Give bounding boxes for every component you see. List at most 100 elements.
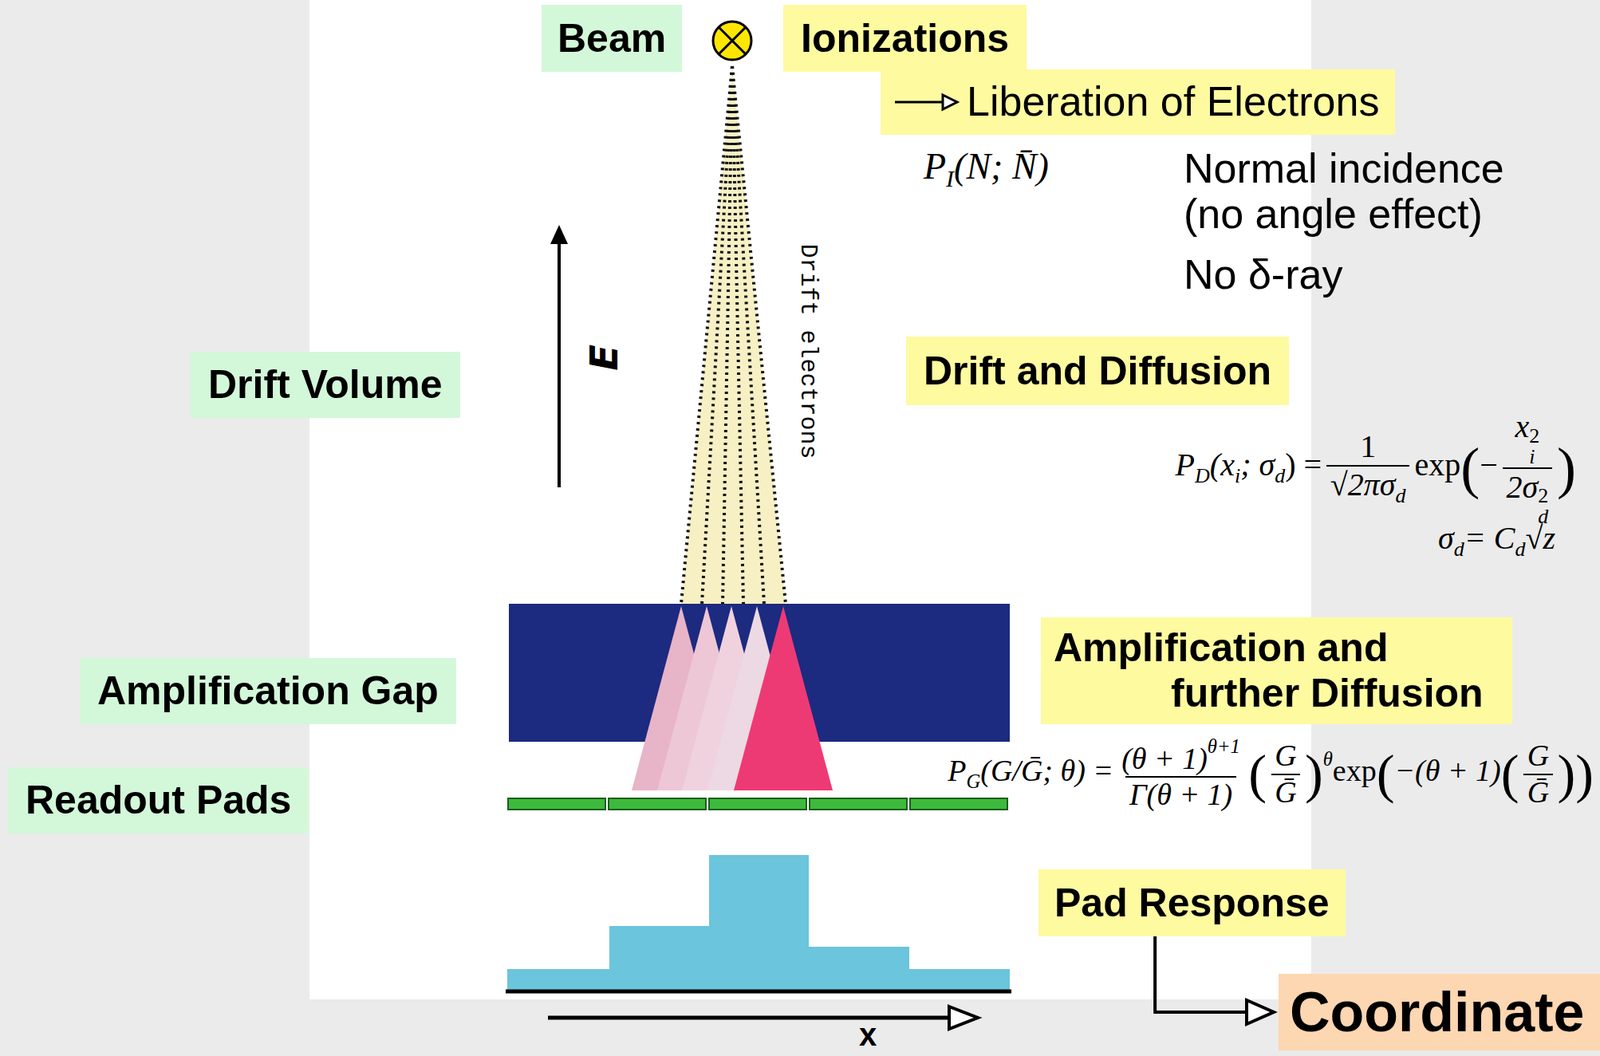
drift-path xyxy=(732,66,744,604)
label-box: Amplification Gap xyxy=(79,658,457,725)
formula-part: 2 xyxy=(1529,425,1540,447)
arrow-shaft xyxy=(894,101,943,104)
label-box: Coordinate xyxy=(1278,973,1600,1051)
formula-part: √2πσ xyxy=(1330,466,1396,503)
formula-part: d xyxy=(1274,464,1285,488)
numerator: (θ + 1)θ+1 xyxy=(1118,735,1245,777)
formula-part: exp xyxy=(1414,446,1461,483)
drift-path xyxy=(732,66,786,604)
formula-part: 1 xyxy=(1359,428,1376,465)
formula-part: √z xyxy=(1525,520,1556,556)
text-label: x xyxy=(859,1016,877,1053)
white-panel xyxy=(309,0,1312,1000)
formula: PG(G/Ḡ; θ) =(θ + 1)θ+1Γ(θ + 1)(GḠ)θexp(−… xyxy=(947,735,1594,813)
formula-part: − xyxy=(1479,446,1498,483)
label-box: Drift Volume xyxy=(190,351,461,418)
formula-part: Γ(θ + 1) xyxy=(1129,777,1233,812)
script-stack: 2i xyxy=(1529,425,1540,468)
formula-part: P xyxy=(947,753,966,788)
box-label: Drift and Diffusion xyxy=(923,349,1272,394)
flow-arrow xyxy=(1154,936,1274,1025)
label-box: Liberation of Electrons xyxy=(880,69,1396,135)
pad xyxy=(709,798,807,810)
x-axis-head xyxy=(949,1006,978,1029)
pad xyxy=(608,798,706,810)
box-label: Beam xyxy=(557,16,667,61)
formula-part: θ xyxy=(1323,748,1333,770)
formula-part: σ xyxy=(1438,520,1455,556)
x-axis xyxy=(547,1016,951,1021)
electron-cone xyxy=(681,66,786,604)
fraction: GḠ xyxy=(1523,738,1553,810)
fraction: 1√2πσd xyxy=(1326,428,1410,509)
pad xyxy=(809,798,907,810)
fraction: x2i2σ2d xyxy=(1502,408,1553,528)
arrow-head xyxy=(942,94,958,110)
label-box: Readout Pads xyxy=(7,767,309,834)
formula-part: −(θ + 1) xyxy=(1394,753,1501,788)
text-label: E xyxy=(583,344,626,371)
formula-part: D xyxy=(1194,464,1210,488)
box-label: Liberation of Electrons xyxy=(966,78,1380,125)
formula-part: d xyxy=(1454,537,1465,561)
box-label: Ionizations xyxy=(800,16,1009,61)
label-box: Beam xyxy=(541,4,682,72)
formula-part: ( xyxy=(1501,743,1520,804)
formula-part: d xyxy=(1514,537,1526,561)
formula-part: G xyxy=(965,770,981,793)
formula-part: ) xyxy=(1556,743,1576,804)
formula: σd= Cd√z xyxy=(1438,520,1556,562)
text-label: Drift electrons xyxy=(793,243,820,459)
formula-part: ) xyxy=(1304,743,1324,804)
formula-part: exp xyxy=(1332,753,1377,788)
histogram-baseline xyxy=(505,989,1012,994)
readout-pads xyxy=(508,798,1008,810)
box-label: Readout Pads xyxy=(25,778,292,823)
numerator: G xyxy=(1523,738,1553,774)
drift-path xyxy=(722,66,733,604)
box-label: Coordinate xyxy=(1289,981,1585,1044)
denominator: Ḡ xyxy=(1271,773,1301,811)
formula-part: ) = xyxy=(1284,446,1322,483)
arrow-icon xyxy=(880,69,961,135)
arrow-shaft xyxy=(1154,936,1247,1013)
label-box: Ionizations xyxy=(783,4,1027,72)
formula-part: Ḡ xyxy=(1274,775,1297,809)
text-label: Normal incidence (no angle effect) xyxy=(1183,145,1535,237)
formula-part: P xyxy=(1175,446,1195,483)
formula-part: θ+1 xyxy=(1207,735,1241,757)
drift-paths xyxy=(681,66,786,604)
box-label: Amplification Gap xyxy=(97,669,439,714)
formula-part: ( xyxy=(1248,743,1267,804)
avalanche xyxy=(733,606,833,791)
drift-path xyxy=(681,66,733,604)
formula-part: ; σ xyxy=(1240,446,1275,483)
text-label: No δ-ray xyxy=(1183,252,1343,298)
box-label: Drift Volume xyxy=(208,362,443,407)
formula-part: G xyxy=(1274,738,1297,773)
pad xyxy=(508,798,606,810)
fraction: GḠ xyxy=(1271,738,1301,810)
formula-part: ) xyxy=(1556,436,1577,501)
denominator: Γ(θ + 1) xyxy=(1125,776,1236,813)
fraction: (θ + 1)θ+1Γ(θ + 1) xyxy=(1118,735,1245,813)
box-label: Pad Response xyxy=(1054,881,1330,926)
denominator: 2σ2d xyxy=(1502,467,1553,529)
formula-part: (θ + 1) xyxy=(1121,741,1208,776)
formula-part: G xyxy=(1527,738,1549,773)
formula-part: (G/Ḡ; θ) = xyxy=(980,753,1114,788)
beam-symbol-cross xyxy=(718,27,746,55)
numerator: G xyxy=(1271,738,1301,774)
formula-part: I xyxy=(945,165,954,192)
numerator: 1 xyxy=(1355,428,1380,466)
beam-symbol-cross xyxy=(718,27,746,55)
numerator: x2i xyxy=(1511,408,1544,468)
denominator: √2πσd xyxy=(1326,465,1410,509)
formula-part: x xyxy=(1514,408,1530,445)
arrow-head xyxy=(1246,1000,1274,1025)
box-label: Amplification and further Diffusion xyxy=(1170,625,1500,718)
formula-part: 2 xyxy=(1537,485,1549,507)
pad xyxy=(910,798,1008,810)
formula-part: (N; N̄) xyxy=(953,145,1049,187)
